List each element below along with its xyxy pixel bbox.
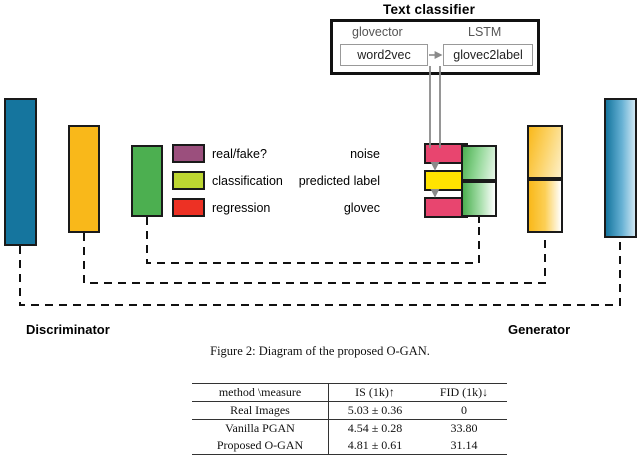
table-cell-fid: 31.14: [421, 437, 507, 455]
glovec2label-box[interactable]: glovec2label: [443, 44, 533, 66]
generator-block-hidden-top: [527, 125, 563, 179]
table-cell-is: 4.54 ± 0.28: [328, 419, 421, 437]
discriminator-block-features: [131, 145, 163, 217]
generator-block-output: [604, 98, 637, 238]
table-header-is: IS (1k)↑: [328, 383, 421, 402]
table-header-row: method \measure IS (1k)↑ FID (1k)↓: [192, 383, 507, 402]
legend-label-classification: classification: [212, 174, 283, 188]
table-cell-fid: 33.80: [450, 421, 478, 435]
generator-block-features-top: [461, 145, 497, 181]
input-label-predicted-label: predicted label: [298, 174, 380, 188]
table-cell-method: Vanilla PGAN: [225, 421, 295, 435]
input-label-noise: noise: [350, 147, 380, 161]
results-table: method \measure IS (1k)↑ FID (1k)↓ Real …: [192, 383, 507, 455]
generator-block-features-bottom: [461, 181, 497, 217]
glovector-group-label: glovector: [352, 25, 403, 39]
legend-swatch-real-fake: [172, 144, 205, 163]
table-header-method: method \measure: [192, 383, 329, 402]
text-classifier-title: Text classifier: [383, 2, 476, 17]
table-cell-is: 4.81 ± 0.61: [328, 437, 421, 455]
generator-block-hidden-bottom: [527, 179, 563, 233]
table-cell-method: Real Images: [192, 401, 329, 420]
table-header-fid: FID (1k)↓: [421, 383, 507, 402]
figure-caption: Figure 2: Diagram of the proposed O-GAN.: [210, 344, 430, 358]
table-cell-fid: 0: [421, 401, 507, 420]
table-row: Vanilla PGAN 4.54 ± 0.28 33.80: [192, 419, 507, 437]
table-cell-is: 5.03 ± 0.36: [328, 401, 421, 420]
generator-label: Generator: [508, 322, 571, 337]
table-cell-method: Proposed O-GAN: [192, 437, 329, 455]
lstm-group-label: LSTM: [468, 25, 502, 39]
discriminator-label: Discriminator: [26, 322, 110, 337]
input-label-glovec: glovec: [343, 201, 380, 215]
table-row: Proposed O-GAN 4.81 ± 0.61 31.14: [192, 437, 507, 455]
discriminator-block-hidden: [68, 125, 100, 233]
table-row: Real Images 5.03 ± 0.36 0: [192, 401, 507, 420]
word2vec-box[interactable]: word2vec: [340, 44, 428, 66]
results-table-wrap: method \measure IS (1k)↑ FID (1k)↓ Real …: [192, 383, 507, 455]
legend-label-real-fake: real/fake?: [212, 147, 267, 161]
legend-swatch-classification: [172, 171, 205, 190]
discriminator-block-input: [4, 98, 37, 246]
legend-label-regression: regression: [212, 201, 271, 215]
legend-swatch-regression: [172, 198, 205, 217]
